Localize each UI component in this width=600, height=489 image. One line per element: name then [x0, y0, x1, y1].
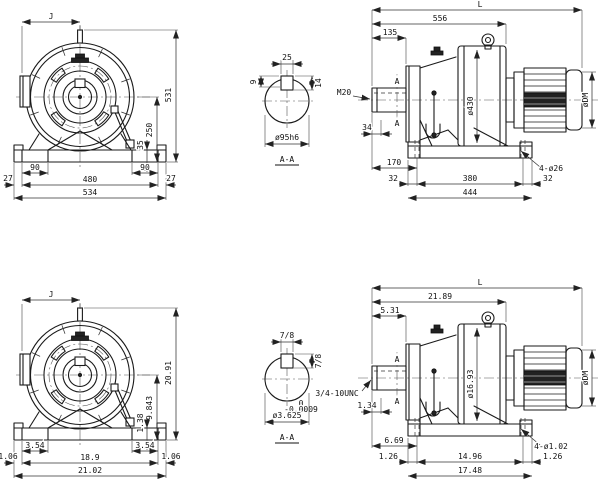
- base-plate: [13, 130, 167, 163]
- dim-label-motor_dia: øDM: [581, 371, 590, 386]
- dim-label-section_mark_bottom: A: [395, 397, 400, 406]
- dim-label-hole_edge_left: 32: [388, 174, 398, 183]
- dim-label-tap: M20: [337, 88, 352, 97]
- bell-adapter: [405, 334, 459, 421]
- dim-label-shaft_to_hole: 6.69: [384, 436, 403, 445]
- dim-label-reducer_len: 21.89: [428, 292, 452, 301]
- dim-label-total_height: 20.91: [164, 361, 173, 385]
- dim-label-key_depth: 9: [249, 79, 258, 84]
- dim-label-shaft_dia: ø95h6: [275, 133, 299, 142]
- dim-label-title: A-A: [280, 433, 295, 442]
- dim-label-edge_left: 1.06: [0, 452, 18, 461]
- dim-label-overall_len: L: [478, 0, 483, 9]
- dim-label-center_height: 250: [145, 123, 154, 138]
- dim-label-motor_dia: øDM: [581, 93, 590, 108]
- side-boss: [19, 353, 31, 386]
- keyway: [280, 75, 294, 91]
- dim-label-foot_height: 35: [136, 140, 145, 150]
- lifting-eye: [481, 33, 495, 50]
- dim-label-tol_high: 0: [299, 399, 304, 408]
- dim-label-section_mark_top: A: [395, 77, 400, 86]
- dim-label-base_width: 21.02: [78, 466, 102, 475]
- dim-label-base_len: 444: [463, 188, 478, 197]
- dim-label-key_height: 14: [314, 78, 323, 88]
- pedestal: [419, 368, 509, 425]
- dim-label-hole_edge_right: 32: [543, 174, 553, 183]
- side-view-imperial: 3/4-10UNC A A 1.34 ø16.93 øDM L 21.89 5.31 4-ø1.0…: [314, 277, 598, 479]
- side-boss: [19, 75, 31, 108]
- dim-label-housing_dia: ø430: [466, 96, 475, 115]
- dim-label-shaft_len: 5.31: [380, 306, 399, 315]
- bell-adapter: [405, 56, 459, 143]
- dim-label-shaft_len: 135: [383, 28, 398, 37]
- dim-label-key_width: 25: [282, 53, 292, 62]
- dim-label-tap: 3/4-10UNC: [315, 389, 359, 398]
- base-plate: [407, 418, 533, 438]
- dim-label-hole_span: 380: [463, 174, 478, 183]
- dim-label-inner_span: 480: [83, 175, 98, 184]
- dim-label-tap_depth: 1.34: [357, 401, 376, 410]
- dim-label-base_len: 17.48: [458, 466, 482, 475]
- dim-label-tol_low: -0.0009: [284, 405, 318, 414]
- dim-label-hole_edge_right: 1.26: [543, 452, 562, 461]
- top-stud: [77, 307, 83, 322]
- dim-label-foot_height: 1.38: [136, 413, 145, 432]
- dim-label-inner_span: 18.9: [80, 453, 99, 462]
- base-plate: [13, 408, 167, 441]
- dim-label-foot_width_left: 90: [30, 163, 40, 172]
- dim-label-width_ref: J: [49, 290, 54, 299]
- dim-label-base_width: 534: [83, 188, 98, 197]
- pedestal: [419, 90, 509, 147]
- breather-plug: [430, 46, 444, 56]
- dim-label-tap_depth: 34: [362, 123, 372, 132]
- dim-label-reducer_len: 556: [433, 14, 448, 23]
- dim-label-key_height: 7/8: [314, 354, 323, 369]
- dim-label-section_mark_top: A: [395, 355, 400, 364]
- breather-plug: [71, 53, 89, 63]
- keyway: [280, 353, 294, 369]
- dim-label-center_height: 9.843: [145, 396, 154, 420]
- dim-label-title: A-A: [280, 155, 295, 164]
- dim-label-edge_left: 27: [3, 174, 13, 183]
- gear-housing: [457, 45, 507, 147]
- dim-label-shaft_to_hole: 170: [387, 158, 402, 167]
- dim-label-foot_width_right: 3.54: [135, 441, 154, 450]
- breather-plug: [430, 324, 444, 334]
- dim-label-foot_width_left: 3.54: [25, 441, 44, 450]
- dim-label-holes: 4-ø26: [539, 164, 563, 173]
- breather-plug: [71, 331, 89, 341]
- dim-label-overall_len: L: [478, 278, 483, 287]
- dim-label-edge_right: 1.06: [161, 452, 180, 461]
- dim-label-housing_dia: ø16.93: [466, 369, 475, 398]
- dim-label-section_mark_bottom: A: [395, 119, 400, 128]
- motor: [505, 345, 583, 411]
- dim-label-hole_span: 14.96: [458, 452, 482, 461]
- dim-label-edge_right: 27: [166, 174, 176, 183]
- base-plate: [407, 140, 533, 160]
- dim-label-shaft_dia: ø3.625: [273, 411, 302, 420]
- top-stud: [77, 29, 83, 44]
- dim-label-foot_width_right: 90: [140, 163, 150, 172]
- dim-label-key_width: 7/8: [280, 331, 295, 340]
- motor: [505, 67, 583, 133]
- dim-label-total_height: 531: [164, 88, 173, 103]
- dim-label-hole_edge_left: 1.26: [379, 452, 398, 461]
- dim-label-width_ref: J: [49, 12, 54, 21]
- dim-label-holes: 4-ø1.02: [534, 442, 568, 451]
- lifting-eye: [481, 311, 495, 328]
